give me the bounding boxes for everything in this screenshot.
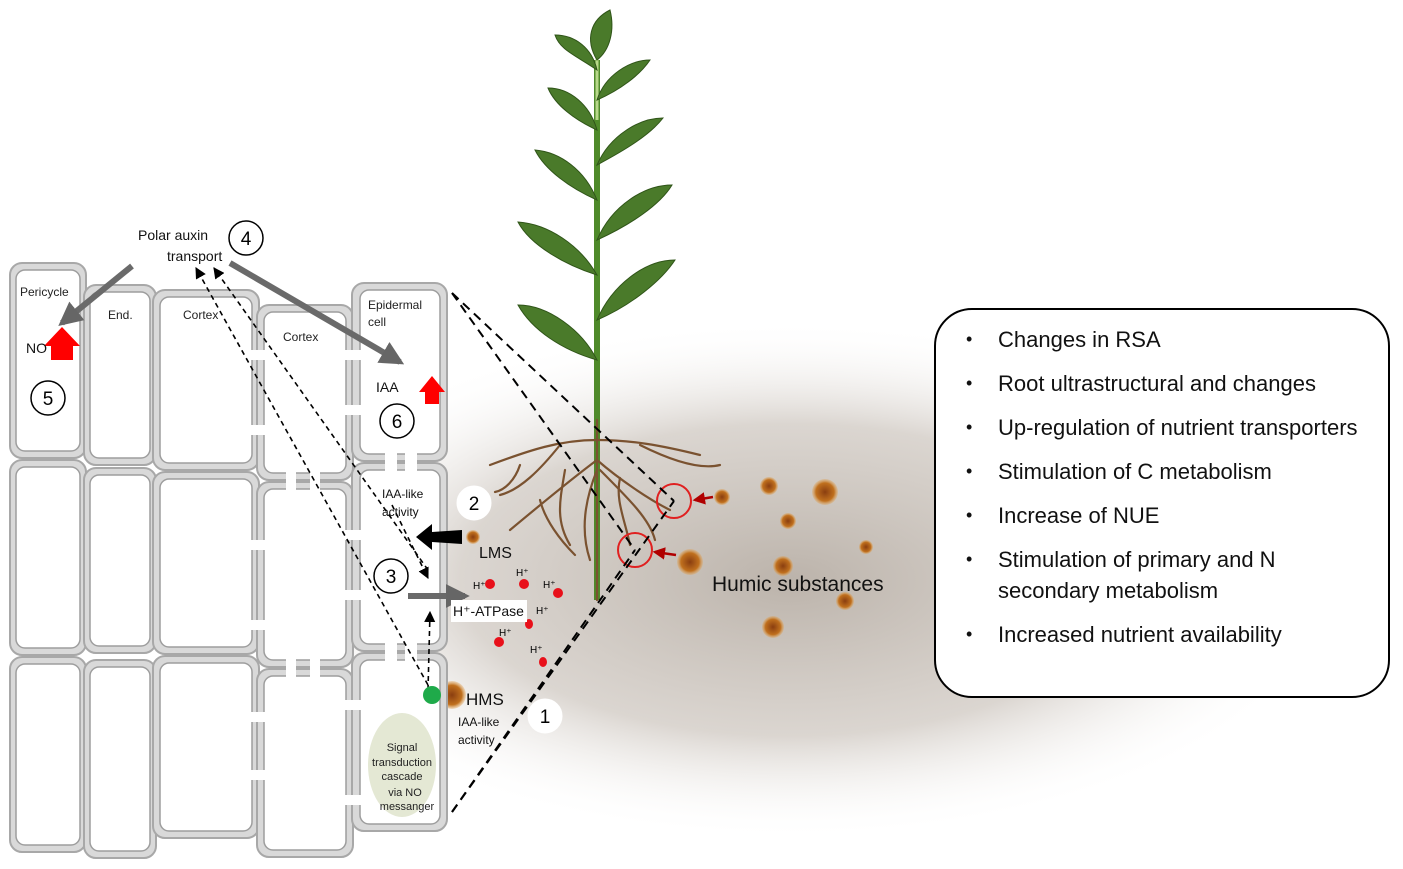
signal-line3: cascade xyxy=(382,771,423,783)
iaa-like-lower-line1: IAA-like xyxy=(458,715,500,729)
h-atpase-box xyxy=(451,600,527,622)
iaa-label: IAA xyxy=(376,379,399,395)
iaa-like-upper-line2: activity xyxy=(382,505,419,519)
cortex-label-1: Cortex xyxy=(183,308,218,322)
effect-item: •Increase of NUE xyxy=(966,503,1160,528)
effect-item: •Increased nutrient availability xyxy=(966,622,1282,647)
step-badge-6: 6 xyxy=(379,403,415,439)
effect-item: •Root ultrastructural and changes xyxy=(966,371,1316,396)
iaa-like-lower-line2: activity xyxy=(458,733,495,747)
plant-roots xyxy=(488,418,722,602)
signal-line4: via NO xyxy=(388,787,422,799)
step-badge-5: 5 xyxy=(30,380,66,416)
h-atpase-label: H⁺-ATPase xyxy=(453,603,524,619)
root-contact-markers xyxy=(617,483,714,568)
zoom-lines xyxy=(451,292,675,813)
svg-text:4: 4 xyxy=(241,229,252,250)
lms-arrow xyxy=(416,524,462,550)
step-badge-4: 4 xyxy=(228,220,264,256)
epidermal-label-line2: cell xyxy=(368,315,386,329)
svg-text:1: 1 xyxy=(540,707,551,728)
proton-label-1: H⁺ xyxy=(473,581,486,592)
effect-item: •Changes in RSA xyxy=(966,327,1161,352)
polar-auxin-line2: transport xyxy=(167,248,222,264)
effect-item: •Up-regulation of nutrient transporters xyxy=(966,415,1358,440)
effects-list: •Changes in RSA •Root ultrastructural an… xyxy=(966,324,1368,650)
no-label: NO xyxy=(26,340,47,356)
epidermal-label-line1: Epidermal xyxy=(368,298,422,312)
step-badge-3: 3 xyxy=(373,558,409,594)
effect-item: •Stimulation of primary and N secondary … xyxy=(966,547,1276,603)
step-badge-2: 2 xyxy=(456,485,492,521)
hms-receptor xyxy=(423,686,441,704)
lms-label: LMS xyxy=(479,545,512,562)
endodermis-label: End. xyxy=(108,308,133,322)
cell-grid xyxy=(9,262,448,859)
signal-line2: transduction xyxy=(372,757,432,769)
proton-label-4: H⁺ xyxy=(536,606,549,617)
proton-label-5: H⁺ xyxy=(499,628,512,639)
cortex-label-2: Cortex xyxy=(283,330,318,344)
no-up-arrow xyxy=(44,327,80,360)
plant-shoot xyxy=(517,9,676,600)
svg-text:5: 5 xyxy=(43,389,54,410)
polar-auxin-arrows xyxy=(58,260,470,608)
step-badge-1: 1 xyxy=(527,698,563,734)
iaa-like-upper-line1: IAA-like xyxy=(382,487,424,501)
signal-line1: Signal xyxy=(387,742,418,754)
proton-label-2: H⁺ xyxy=(516,568,529,579)
humic-substances-label: Humic substances xyxy=(712,573,884,596)
iaa-up-arrow xyxy=(419,376,445,404)
protons xyxy=(485,579,563,667)
proton-label-3: H⁺ xyxy=(543,580,556,591)
effect-item: •Stimulation of C metabolism xyxy=(966,459,1272,484)
signal-line5: messanger xyxy=(380,801,435,813)
signal-cascade-ellipse xyxy=(368,713,436,817)
svg-text:3: 3 xyxy=(386,567,397,588)
svg-text:2: 2 xyxy=(469,494,480,515)
effects-summary-box: •Changes in RSA •Root ultrastructural an… xyxy=(934,308,1390,698)
proton-label-6: H⁺ xyxy=(530,645,543,656)
pericycle-label: Pericycle xyxy=(20,285,69,299)
polar-auxin-line1: Polar auxin xyxy=(138,227,208,243)
hms-label: HMS xyxy=(466,690,504,709)
signal-dashed-arrows xyxy=(195,267,436,691)
svg-text:6: 6 xyxy=(392,412,403,433)
